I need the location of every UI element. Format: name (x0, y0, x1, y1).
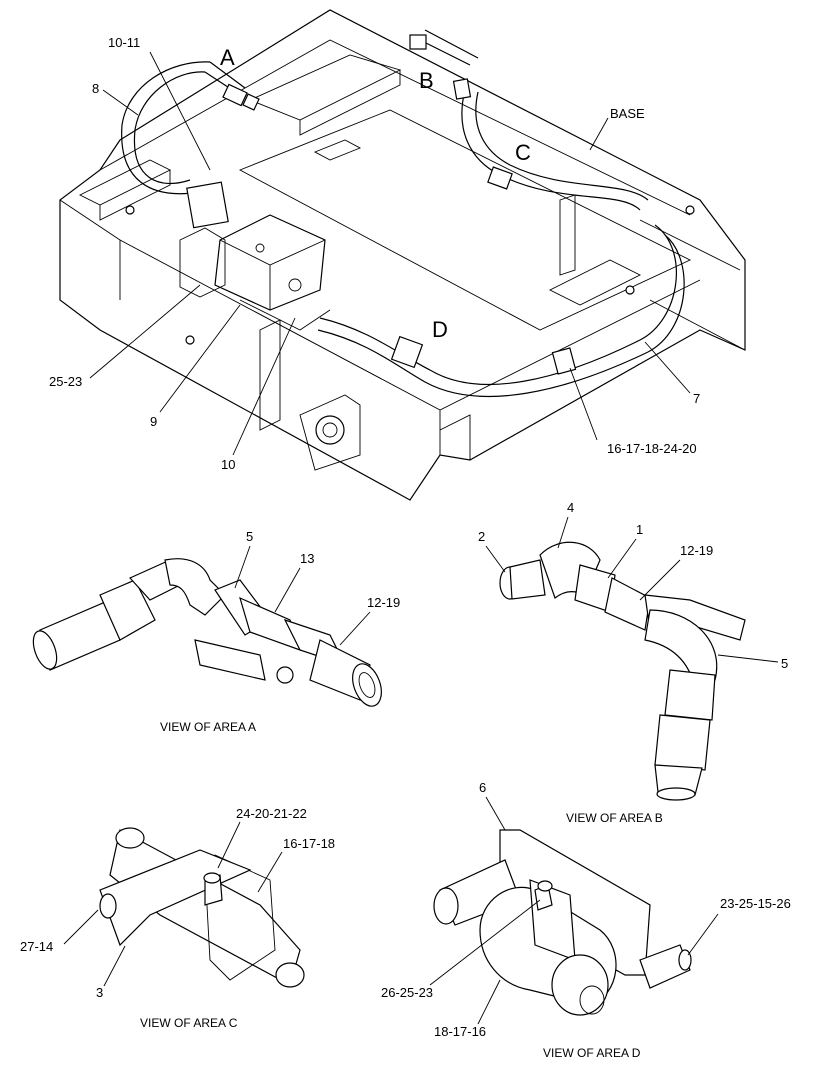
area-letter-a: A (220, 45, 235, 70)
callout-10-11: 10-11 (108, 35, 140, 50)
a-callout-13: 13 (300, 551, 314, 566)
caption-view-d: VIEW OF AREA D (543, 1046, 641, 1060)
base-frame (59, 9, 746, 501)
d-callout-26-25-23: 26-25-23 (381, 985, 433, 1000)
detail-view-c (99, 827, 305, 988)
main-assembly (59, 9, 746, 501)
callout-7: 7 (693, 391, 700, 406)
callout-10: 10 (221, 457, 235, 472)
c-callout-24-20-21-22: 24-20-21-22 (236, 806, 307, 821)
d-callout-6: 6 (479, 780, 486, 795)
detail-view-a (32, 558, 382, 707)
caption-view-c: VIEW OF AREA C (140, 1016, 238, 1030)
detail-view-d (433, 829, 692, 1016)
caption-view-b: VIEW OF AREA B (566, 811, 663, 825)
area-letter-d: D (432, 317, 448, 342)
callout-9: 9 (150, 414, 157, 429)
area-letter-c: C (515, 140, 531, 165)
b-callout-2: 2 (478, 529, 485, 544)
callout-16-17-18-24-20: 16-17-18-24-20 (607, 441, 697, 456)
c-callout-3: 3 (96, 985, 103, 1000)
callout-base: BASE (610, 106, 645, 121)
a-callout-5: 5 (246, 529, 253, 544)
callout-25-23: 25-23 (49, 374, 82, 389)
d-callout-18-17-16: 18-17-16 (434, 1024, 486, 1039)
b-callout-1: 1 (636, 522, 643, 537)
c-callout-16-17-18: 16-17-18 (283, 836, 335, 851)
control-box (179, 181, 331, 331)
detail-view-b (499, 541, 746, 801)
area-letter-b: B (419, 68, 434, 93)
c-callout-27-14: 27-14 (20, 939, 53, 954)
b-callout-4: 4 (567, 500, 574, 515)
caption-view-a: VIEW OF AREA A (160, 720, 256, 734)
callout-8: 8 (92, 81, 99, 96)
a-callout-12-19: 12-19 (367, 595, 400, 610)
hoses-main (121, 29, 685, 397)
b-callout-5: 5 (781, 656, 788, 671)
b-callout-12-19: 12-19 (680, 543, 713, 558)
d-callout-23-25-15-26: 23-25-15-26 (720, 896, 791, 911)
